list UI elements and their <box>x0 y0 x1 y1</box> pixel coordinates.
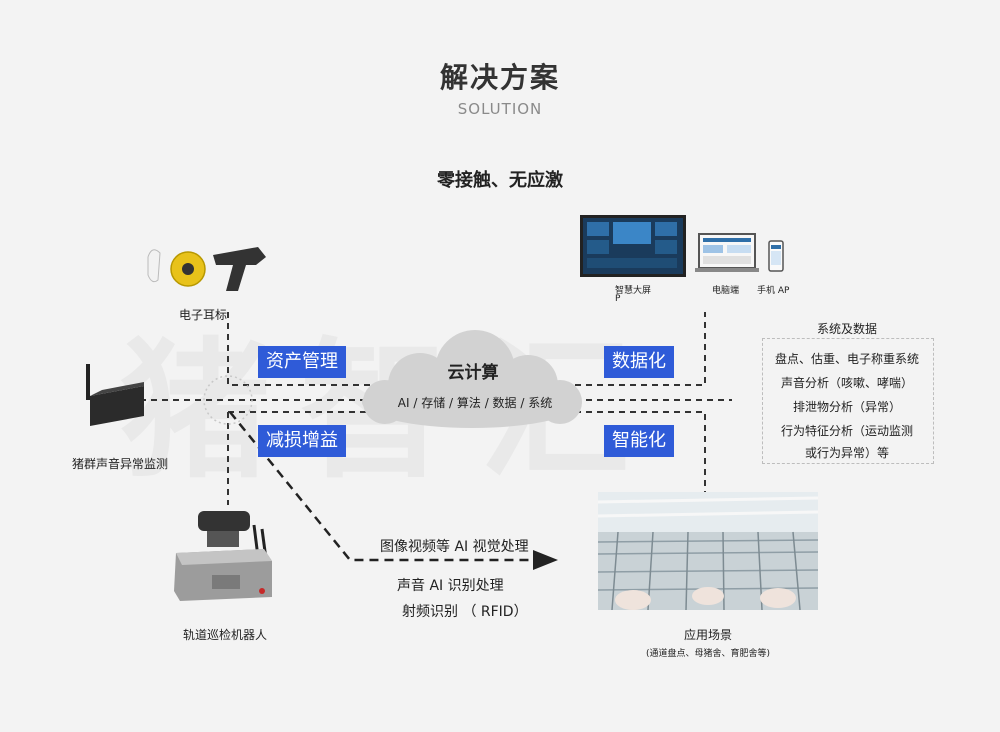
system-line: 声音分析（咳嗽、哮喘） <box>747 374 947 391</box>
rfid-label: 射频识别 （ RFID） <box>402 601 528 621</box>
phone-device <box>768 240 784 272</box>
phone-icon <box>768 240 784 272</box>
cloud-items: AI / 存储 / 算法 / 数据 / 系统 <box>370 394 580 411</box>
system-line: 行为特征分析（运动监测 <box>747 422 947 439</box>
router-icon <box>80 360 150 430</box>
tag-datafication: 数据化 <box>604 346 674 378</box>
tag-asset-management: 资产管理 <box>258 346 346 378</box>
robot-label: 轨道巡检机器人 <box>150 626 300 643</box>
laptop-icon <box>695 232 759 274</box>
system-line: 或行为异常）等 <box>747 444 947 461</box>
phone-label: 手机 AP <box>757 283 789 296</box>
robot-device <box>172 505 282 610</box>
scene-note: (通道盘点、母猪舍、育肥舍等) <box>618 646 798 659</box>
system-line: 排泄物分析（异常） <box>747 398 947 415</box>
image-processing-label: 图像视频等 AI 视觉处理 <box>380 536 529 556</box>
robot-icon <box>172 505 282 610</box>
ear-tag-devices <box>138 235 273 295</box>
pc-label: 电脑端 <box>712 283 739 296</box>
system-line: 盘点、估重、电子称重系统 <box>747 350 947 367</box>
ear-tag-icon <box>138 235 273 295</box>
tag-intelligence: 智能化 <box>604 425 674 457</box>
scene-photo <box>598 492 818 610</box>
tag-loss-reduction: 减损增益 <box>258 425 346 457</box>
big-screen-monitor <box>580 215 686 277</box>
system-title: 系统及数据 <box>772 320 922 337</box>
sound-processing-label: 声音 AI 识别处理 <box>397 575 504 595</box>
big-screen-suffix: P <box>615 294 620 304</box>
scene-label: 应用场景 <box>648 626 768 643</box>
sound-monitor-label: 猪群声音异常监测 <box>50 455 190 472</box>
sound-monitor-device <box>80 360 150 430</box>
dashboard-icon <box>583 218 683 274</box>
ear-tag-label: 电子耳标 <box>148 306 258 323</box>
pc-device <box>695 232 759 274</box>
cloud-title: 云计算 <box>437 358 509 383</box>
barn-image <box>598 492 818 610</box>
